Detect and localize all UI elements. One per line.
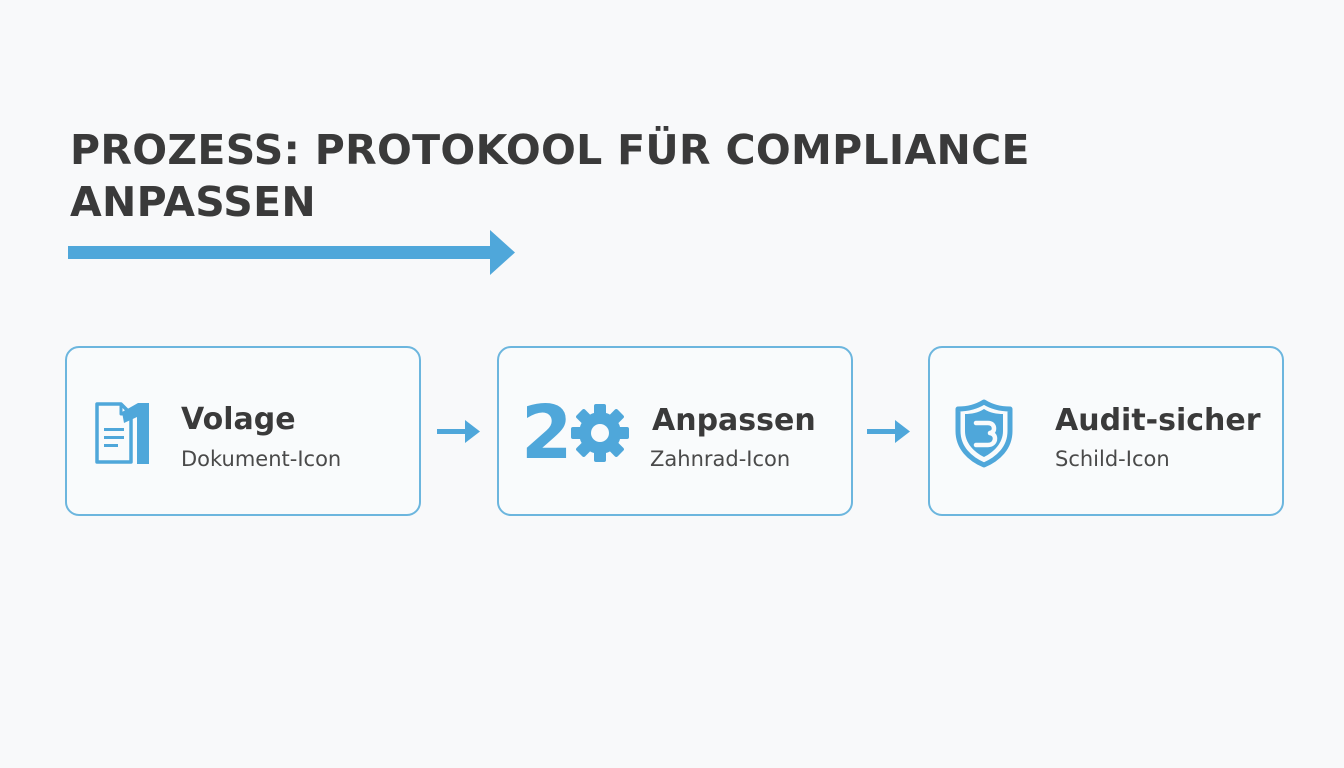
step-subtitle: Zahnrad-Icon xyxy=(650,447,791,471)
step-card-1: Volage Dokument-Icon xyxy=(65,346,421,516)
document-icon xyxy=(95,402,149,464)
step-subtitle: Schild-Icon xyxy=(1055,447,1170,471)
step-card-2: 2 Anpassen Zahnrad-Icon xyxy=(497,346,853,516)
step-title: Anpassen xyxy=(652,403,816,438)
step-card-3: Audit-sicher Schild-Icon xyxy=(928,346,1284,516)
shield-icon xyxy=(955,399,1013,468)
step-title: Volage xyxy=(181,402,296,437)
step-title: Audit-sicher xyxy=(1055,403,1261,438)
page-title: PROZESS: PROTOKOOL FÜR COMPLIANCE ANPASS… xyxy=(70,126,1030,226)
connector-arrow-1 xyxy=(437,420,480,443)
step-subtitle: Dokument-Icon xyxy=(181,447,342,471)
title-arrow xyxy=(68,230,515,275)
connector-arrow-2 xyxy=(867,420,910,443)
step-number: 2 xyxy=(521,390,573,476)
gear-icon xyxy=(571,404,629,462)
